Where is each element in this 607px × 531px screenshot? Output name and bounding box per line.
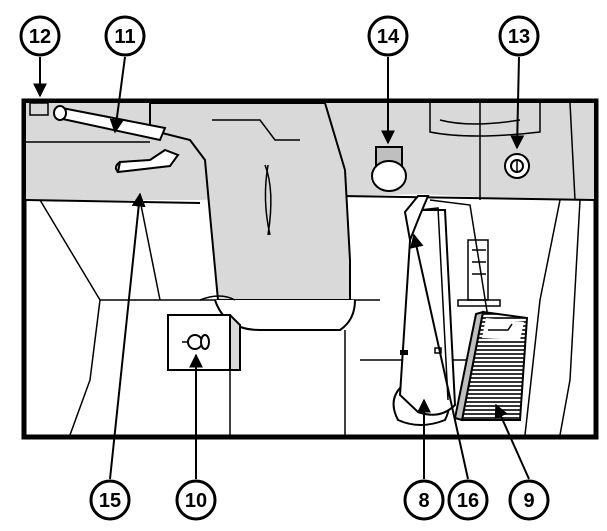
callout-14: 14 [369,17,407,55]
control-knob-14 [372,147,406,191]
callout-8-label: 8 [418,490,429,512]
callout-16-label: 16 [457,490,479,512]
callout-8: 8 [405,481,443,519]
callout-16: 16 [449,481,487,519]
callout-12-label: 12 [29,26,51,48]
callout-13: 13 [500,17,538,55]
callout-15-label: 15 [99,490,121,512]
callout-14-label: 14 [377,26,400,48]
callout-12: 12 [21,17,59,55]
callout-15: 15 [91,481,129,519]
callout-13-label: 13 [508,26,530,48]
floor-switch-10 [168,315,240,370]
callout-9: 9 [510,481,548,519]
callout-11: 11 [106,17,144,55]
callout-11-label: 11 [114,26,135,48]
callout-10: 10 [177,481,215,519]
callout-9-label: 9 [523,490,534,512]
switch-13 [505,154,529,178]
callout-10-label: 10 [185,490,207,512]
